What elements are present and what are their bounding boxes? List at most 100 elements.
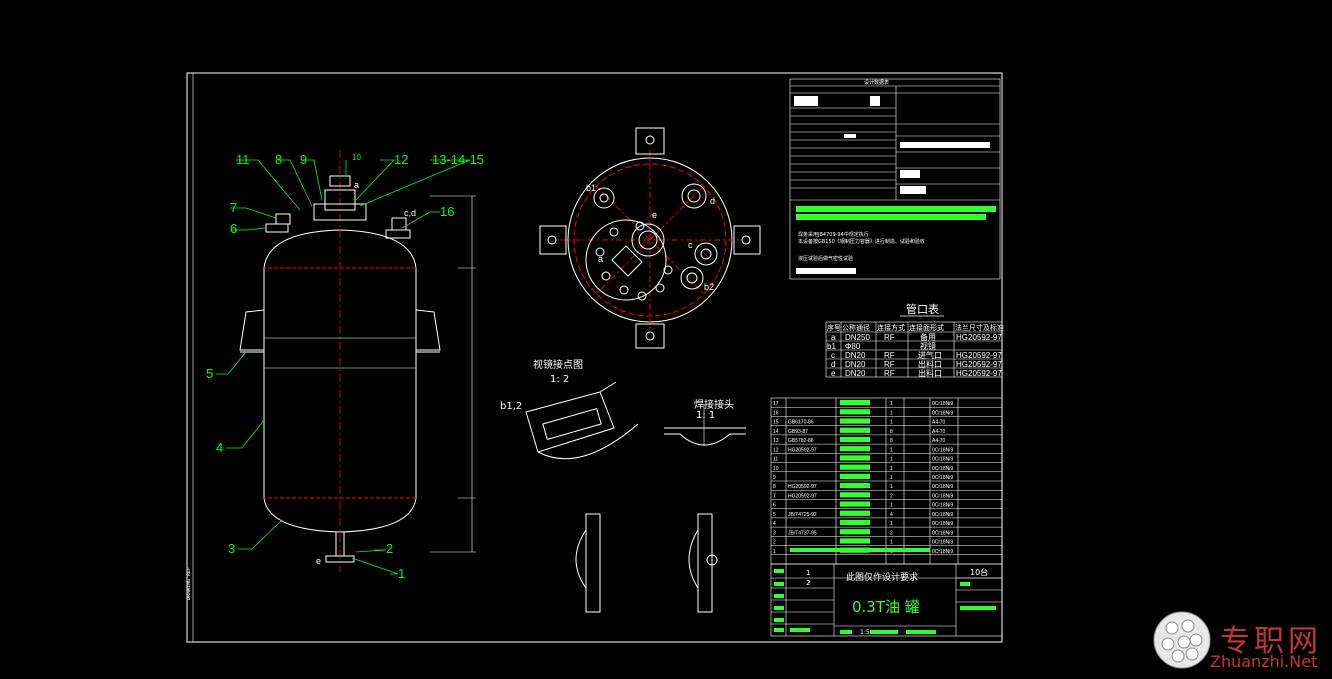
top-label-d: d xyxy=(710,196,715,206)
bom-name-fill xyxy=(840,529,870,535)
leader-16: 16 xyxy=(440,204,454,219)
svg-text:RF: RF xyxy=(884,333,895,342)
design-note: 此图仅作设计要求 xyxy=(846,571,918,583)
bom-cell: A4-70 xyxy=(932,420,946,426)
top-label-e: e xyxy=(652,210,657,220)
svg-text:备用: 备用 xyxy=(920,332,936,342)
bom-cell: 0Cr18Ni9 xyxy=(932,540,953,546)
tech-notes-title: 设计数据表 xyxy=(864,79,889,86)
svg-text:Φ80: Φ80 xyxy=(845,342,861,351)
bom-cell: 0Cr18Ni9 xyxy=(932,457,953,463)
bom-cell: 7 xyxy=(773,493,776,499)
bom-cell: 1 xyxy=(773,549,776,555)
bom-cell: 13 xyxy=(773,438,779,444)
title-row-1: 1 xyxy=(806,569,810,577)
bom-cell: 0Cr18Ni9 xyxy=(932,503,953,509)
svg-text:HG20592-97: HG20592-97 xyxy=(956,333,1002,342)
svg-text:DN20: DN20 xyxy=(845,360,866,369)
bom-cell: 5 xyxy=(773,512,776,518)
bom-cell: 12 xyxy=(773,447,779,453)
nozzle-table-title: 管口表 xyxy=(906,302,939,316)
watermark-en: Zhuanzhi.Net xyxy=(1210,652,1318,671)
bom-cell: 1 xyxy=(890,447,893,453)
tech-note-3: 液压试验后做气密性试验 xyxy=(798,255,853,262)
vessel-elevation xyxy=(239,150,476,572)
leader-7: 7 xyxy=(230,200,237,215)
svg-text:RF: RF xyxy=(884,351,895,360)
bom-cell: 9 xyxy=(773,475,776,481)
scale: 1:5 xyxy=(860,629,870,636)
drawing-border xyxy=(186,72,1003,643)
top-label-b1: b1 xyxy=(586,183,596,193)
bom-cell: 1 xyxy=(890,521,893,527)
bom-name-fill xyxy=(840,409,870,415)
bom-cell: 1 xyxy=(890,484,893,490)
tech-note-1: 本设备按GB150《钢制压力容器》进行制造、试验和验收 xyxy=(798,238,925,245)
quantity: 10台 xyxy=(970,567,988,577)
svg-text:连接方式: 连接方式 xyxy=(877,323,905,332)
bom-cell: 16 xyxy=(773,410,779,416)
bom-cell: 0Cr18Ni9 xyxy=(932,530,953,536)
bom-cell: JB/T4737-95 xyxy=(788,530,817,536)
title-row-2: 2 xyxy=(806,579,810,587)
svg-text:HG20592-97: HG20592-97 xyxy=(956,360,1002,369)
leader-9: 9 xyxy=(300,152,307,167)
svg-text:RF: RF xyxy=(884,360,895,369)
svg-text:b1: b1 xyxy=(827,342,836,351)
bom-cell: 0Cr18Ni9 xyxy=(932,475,953,481)
bom-cell: 15 xyxy=(773,420,779,426)
leader-numbers: 11 8 9 10 12 13-14-15 7 6 16 5 4 3 2 1 xyxy=(206,152,484,581)
bom-cell: 14 xyxy=(773,429,779,435)
svg-text:法兰尺寸及标准: 法兰尺寸及标准 xyxy=(955,323,1004,332)
section-details xyxy=(525,381,746,613)
bom-name-fill xyxy=(840,492,870,498)
bom-cell: 17 xyxy=(773,401,779,407)
section-scale-2: 1: 1 xyxy=(696,410,715,421)
bom-cell: 6 xyxy=(773,503,776,509)
top-label-a: a xyxy=(598,254,603,264)
tech-notes-table xyxy=(789,78,1001,280)
watermark: 专职网 Zhuanzhi.Net xyxy=(1150,608,1330,676)
svg-text:出料口: 出料口 xyxy=(918,359,942,369)
svg-text:DRAWING REF: DRAWING REF xyxy=(186,567,192,600)
bom-name-fill xyxy=(840,510,870,516)
svg-text:视镜: 视镜 xyxy=(920,341,936,351)
bom-cell: 0Cr18Ni9 xyxy=(932,484,953,490)
bom-cell: 10 xyxy=(773,466,779,472)
leader-6: 6 xyxy=(230,221,237,236)
bom-cell: 1 xyxy=(890,420,893,426)
section-title-2: 焊接接头 xyxy=(694,398,734,411)
bom-cell: 1 xyxy=(890,503,893,509)
nozzle-label-e: e xyxy=(316,556,321,566)
svg-text:进气口: 进气口 xyxy=(918,350,942,360)
bom-name-fill xyxy=(840,400,870,406)
drawing-title: 0.3T油 罐 xyxy=(852,598,920,616)
bom-cell: JB/T4725-92 xyxy=(788,512,817,518)
nozzle-label-a: a xyxy=(354,180,359,190)
leader-1: 1 xyxy=(398,566,405,581)
bom-name-fill xyxy=(840,455,870,461)
section-label-b: b1,2 xyxy=(500,401,522,412)
bom-cell: HG20592-97 xyxy=(788,447,817,453)
bom-name-fill xyxy=(840,501,870,507)
section-scale-1: 1: 2 xyxy=(550,374,569,385)
bom-cell: HG20592-97 xyxy=(788,484,817,490)
leader-5: 5 xyxy=(206,366,213,381)
bom-name-fill xyxy=(840,483,870,489)
title-block-grid xyxy=(770,563,1003,637)
top-label-c: c xyxy=(688,240,693,250)
top-view xyxy=(539,127,761,349)
watermark-cn: 专职网 xyxy=(1220,624,1322,659)
nozzle-table-rows: a DN250 RF 备用 HG20592-97 b1 Φ80 视镜 c DN2… xyxy=(827,332,1002,378)
leader-12: 12 xyxy=(394,152,408,167)
leader-4: 4 xyxy=(216,440,223,455)
bom-name-fill xyxy=(840,436,870,443)
svg-text:连接面形式: 连接面形式 xyxy=(909,323,944,332)
svg-text:d: d xyxy=(831,360,835,369)
bom-cell: 0Cr18Ni9 xyxy=(932,401,953,407)
svg-text:HG20592-97: HG20592-97 xyxy=(956,369,1002,378)
tech-note-2: 焊条采用JB4709-94中规定执行 xyxy=(798,231,869,238)
nozzle-label-cd: c,d xyxy=(404,208,416,218)
bom-cell: 4 xyxy=(890,512,893,518)
